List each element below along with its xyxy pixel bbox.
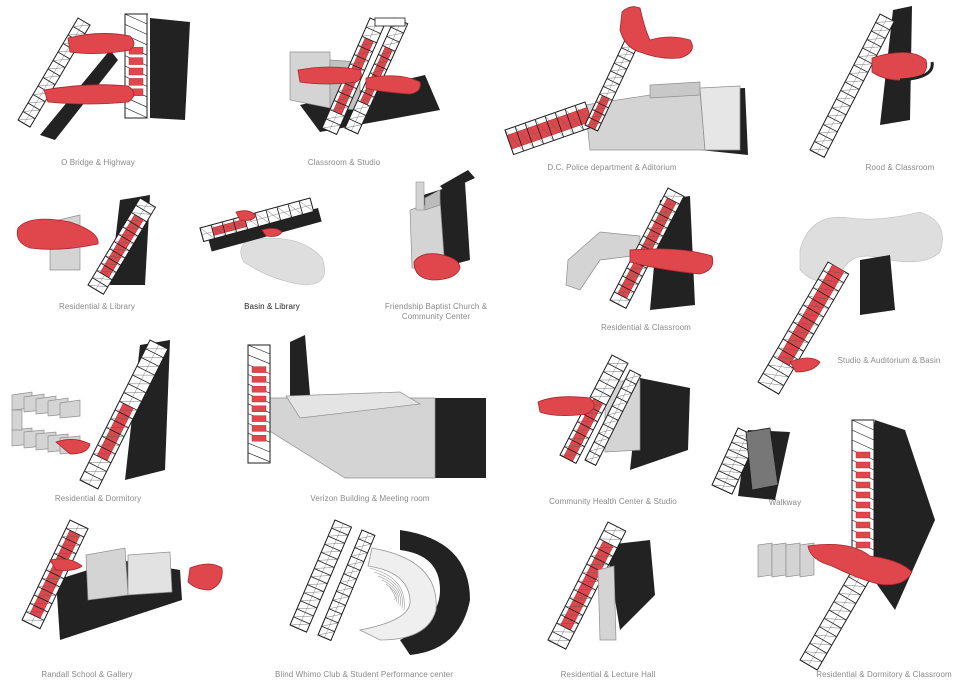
drawing-residential-classroom [566, 188, 713, 310]
caption-church-community: Friendship Baptist Church & Community Ce… [371, 302, 501, 322]
building-mass [86, 548, 128, 600]
red-step [252, 425, 266, 431]
caption-o-bridge-highway: O Bridge & Highway [61, 158, 135, 168]
shadow [860, 255, 895, 315]
caption-randall-gallery: Randall School & Gallery [41, 670, 132, 680]
red-step [252, 416, 266, 422]
red-step [856, 542, 870, 548]
red-step [856, 462, 870, 468]
drawing-classroom-studio [290, 18, 440, 134]
drawing-blind-whimo [290, 520, 470, 655]
drawing-o-bridge-highway [18, 14, 190, 140]
truss-frame [18, 18, 90, 127]
red-step [856, 532, 870, 538]
caption-classroom-studio: Classroom & Studio [308, 158, 381, 168]
red-bridge [298, 67, 361, 84]
shadow [435, 398, 486, 478]
building-mass [700, 86, 740, 150]
drawing-walkway [712, 428, 790, 500]
red-step [856, 492, 870, 498]
red-step [252, 376, 266, 382]
drawing-verizon-meeting [248, 335, 486, 478]
drawing-police-auditorium [505, 7, 748, 155]
caption-roof-classroom: Rood & Classroom [866, 163, 935, 173]
red-bridge [188, 564, 222, 590]
caption-blind-whimo: Blind Whimo Club & Student Performance c… [275, 670, 453, 680]
building-mass [772, 543, 786, 577]
building-mass [60, 400, 80, 418]
red-step [129, 58, 143, 65]
red-step [856, 482, 870, 488]
drawing-church-community [410, 170, 475, 280]
red-bridge [17, 219, 98, 249]
building-mass [12, 410, 22, 430]
red-step [856, 512, 870, 518]
truss-chord [809, 565, 867, 665]
red-step [252, 406, 266, 412]
red-step [252, 367, 266, 373]
red-step [252, 396, 266, 402]
auditorium-seating [360, 548, 436, 640]
roof-frame [375, 18, 405, 26]
truss-frame [505, 102, 594, 155]
caption-health-studio: Community Health Center & Studio [549, 497, 677, 507]
shadow [150, 18, 190, 120]
drawing-randall-gallery [22, 520, 222, 640]
truss-chord [817, 18, 887, 154]
drawing-residential-lecture [548, 522, 655, 649]
drawing-studio-auditorium-basin [758, 212, 943, 394]
drawing-basin-library [200, 198, 325, 285]
truss-frame [810, 14, 894, 157]
red-step [129, 78, 143, 85]
basin [241, 238, 325, 285]
drawing-residential-dorm-classroom [758, 420, 935, 670]
drawing-health-studio [538, 355, 690, 470]
red-bridge [538, 397, 594, 416]
tower-frame [852, 420, 874, 560]
caption-residential-lecture: Residential & Lecture Hall [561, 670, 656, 680]
building-mass [598, 566, 616, 640]
shadow [290, 335, 310, 398]
building-mass [758, 543, 772, 577]
caption-police-auditorium: D.C. Police department & Aditorium [547, 163, 676, 173]
red-step [856, 502, 870, 508]
red-step [856, 522, 870, 528]
red-bridge [68, 33, 134, 53]
red-step [252, 386, 266, 392]
caption-verizon-meeting: Verizon Building & Meeting room [310, 494, 429, 504]
truss-frame [758, 262, 849, 394]
drawing-roof-classroom [810, 6, 932, 157]
drawing-residential-library [17, 195, 155, 294]
caption-residential-dormitory: Residential & Dormitory [55, 494, 141, 504]
drawing-residential-dormitory [12, 340, 170, 489]
building-mass [650, 82, 700, 98]
red-bridge [50, 559, 82, 571]
building-mass [128, 552, 172, 595]
red-bridge [790, 358, 820, 372]
tower-mass [416, 182, 424, 210]
red-step [129, 68, 143, 75]
seating-row [378, 576, 401, 606]
red-step [856, 452, 870, 458]
red-step [856, 472, 870, 478]
caption-studio-auditorium-basin: Studio & Auditorium & Basin [838, 356, 941, 366]
caption-residential-dorm-classroom: Residential & Dormitory & Classroom [816, 670, 952, 680]
red-step [252, 435, 266, 441]
caption-residential-library: Residential & Library [59, 302, 135, 312]
seating-row [382, 580, 399, 604]
caption-walkway: Walkway [769, 498, 801, 508]
caption-residential-classroom: Residential & Classroom [601, 323, 691, 333]
red-bridge [44, 85, 134, 104]
caption-basin-library: Basin & Library [244, 302, 300, 312]
building-mass [786, 543, 800, 577]
